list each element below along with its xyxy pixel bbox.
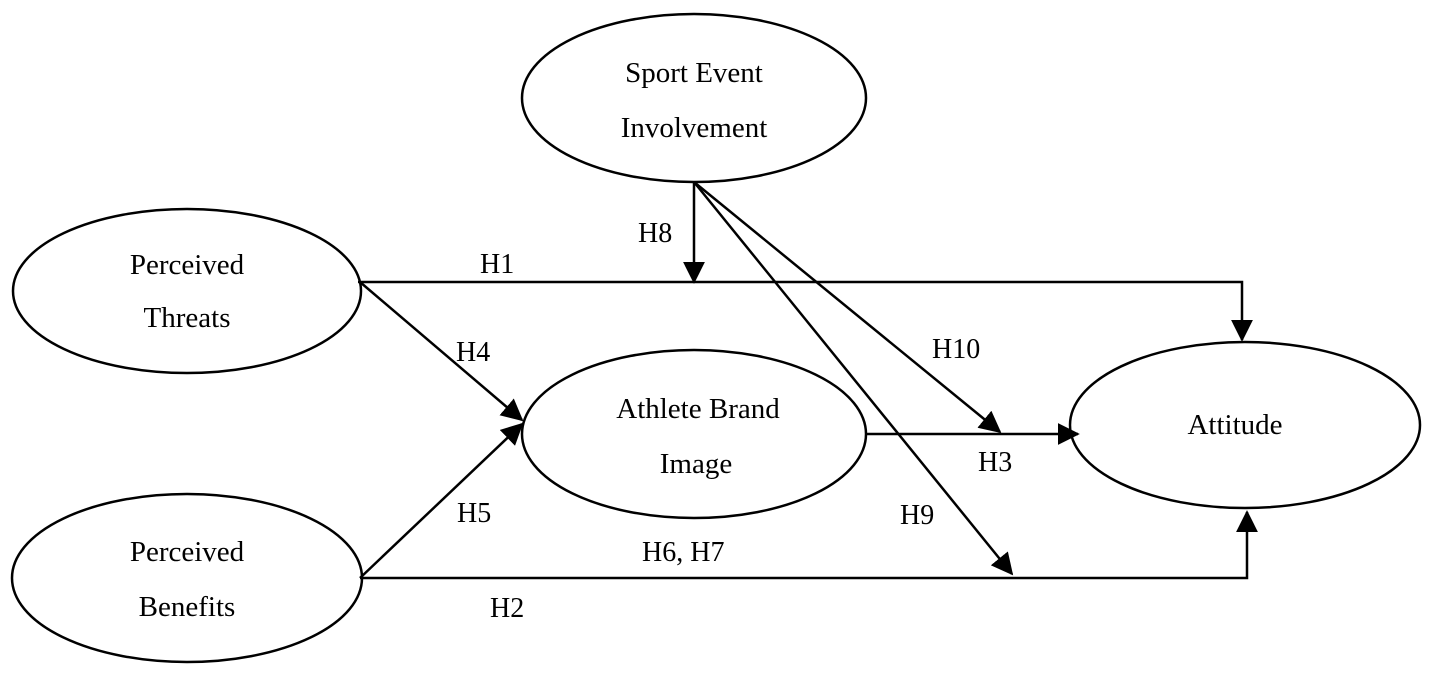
label-h3: H3	[978, 447, 1012, 478]
edge-h10	[693, 181, 1002, 434]
label-h4: H4	[456, 337, 490, 368]
label-h10: H10	[932, 334, 980, 365]
perceived-threats-line2: Threats	[144, 302, 231, 334]
perceived-threats-line1: Perceived	[130, 249, 245, 281]
sport-event-involvement-line2: Involvement	[621, 112, 768, 144]
edge-h4	[359, 281, 524, 422]
node-athlete-brand-image: Athlete Brand Image	[520, 348, 868, 520]
perceived-benefits-line1: Perceived	[130, 536, 245, 568]
label-h1: H1	[480, 249, 514, 280]
edge-h1	[358, 280, 1253, 342]
athlete-brand-image-line1: Athlete Brand	[616, 393, 780, 425]
label-h5: H5	[457, 498, 491, 529]
label-h6-h7: H6, H7	[642, 537, 724, 568]
edge-h5	[359, 422, 524, 579]
node-sport-event-involvement: Sport Event Involvement	[520, 12, 868, 184]
label-h9: H9	[900, 500, 934, 531]
perceived-benefits-line2: Benefits	[139, 591, 236, 623]
edge-h9	[693, 181, 1014, 576]
sport-event-involvement-line1: Sport Event	[625, 57, 763, 89]
athlete-brand-image-line2: Image	[660, 448, 732, 480]
label-h2: H2	[490, 593, 524, 624]
edge-h2	[360, 510, 1258, 580]
attitude-label: Attitude	[1187, 409, 1282, 441]
label-h8: H8	[638, 218, 672, 249]
node-attitude: Attitude	[1068, 340, 1422, 510]
node-perceived-benefits: Perceived Benefits	[10, 492, 364, 664]
node-perceived-threats: Perceived Threats	[11, 207, 363, 375]
